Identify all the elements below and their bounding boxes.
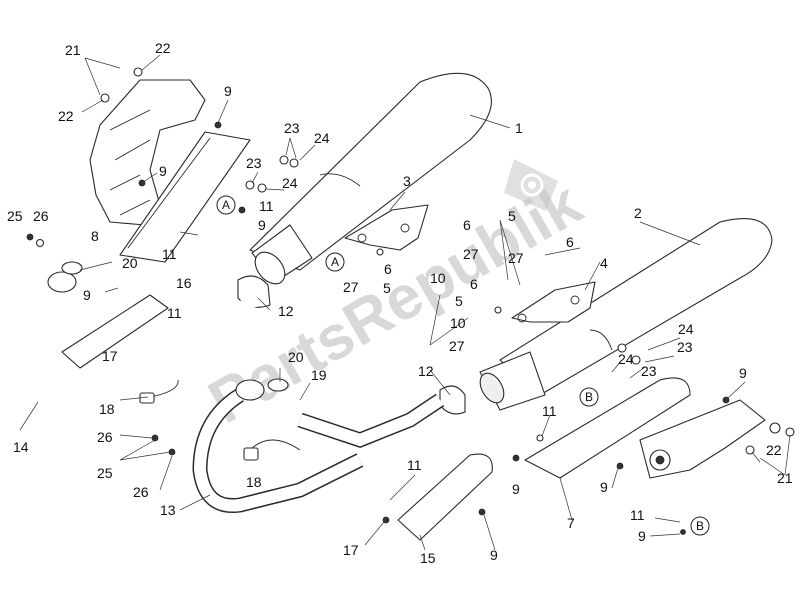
callout-11: 11 <box>167 305 182 321</box>
bracket-3 <box>344 204 429 251</box>
callout-6: 6 <box>566 234 574 250</box>
svg-text:B: B <box>696 519 704 533</box>
callout-25: 25 <box>97 465 113 481</box>
callout-26: 26 <box>133 484 149 500</box>
marker-a-top: A <box>216 195 236 215</box>
callout-4: 4 <box>600 255 608 271</box>
callout-23: 23 <box>284 120 300 136</box>
callout-20: 20 <box>288 349 304 365</box>
callouts: 1 2 3 4 5 5 5 6 6 6 6 7 8 9 9 9 9 9 9 9 … <box>7 40 793 566</box>
callout-23: 23 <box>641 363 657 379</box>
callout-24: 24 <box>314 130 330 146</box>
callout-26: 26 <box>33 208 49 224</box>
callout-11: 11 <box>259 198 274 214</box>
leader-lines <box>19 54 791 551</box>
callout-23: 23 <box>677 339 693 355</box>
left-bracket <box>89 79 206 226</box>
callout-19: 19 <box>311 367 327 383</box>
heat-shield-16 <box>61 294 169 369</box>
callout-9: 9 <box>600 479 608 495</box>
gear-icon <box>504 159 558 211</box>
callout-5: 5 <box>508 208 516 224</box>
svg-text:B: B <box>585 390 593 404</box>
callout-5: 5 <box>383 280 391 296</box>
callout-13: 13 <box>160 502 176 518</box>
callout-21: 21 <box>65 42 81 58</box>
callout-9: 9 <box>258 217 266 233</box>
header-pipe-13 <box>192 379 445 514</box>
callout-18: 18 <box>246 474 262 490</box>
callout-22: 22 <box>58 108 74 124</box>
callout-24: 24 <box>282 175 298 191</box>
callout-1: 1 <box>515 120 523 136</box>
callout-14: 14 <box>13 439 29 455</box>
svg-text:A: A <box>222 198 230 212</box>
callout-27: 27 <box>508 250 524 266</box>
callout-3: 3 <box>403 173 411 189</box>
callout-20: 20 <box>122 255 138 271</box>
callout-6: 6 <box>384 261 392 277</box>
heat-shield-15 <box>397 453 493 541</box>
header-pipe-14 <box>0 271 262 416</box>
callout-10: 10 <box>450 315 466 331</box>
lambda-sensor-18a <box>139 379 179 404</box>
callout-9: 9 <box>512 481 520 497</box>
callout-27: 27 <box>449 338 465 354</box>
heat-shield-7 <box>524 377 691 479</box>
callout-22: 22 <box>766 442 782 458</box>
callout-5: 5 <box>455 293 463 309</box>
callout-9: 9 <box>224 83 232 99</box>
callout-9: 9 <box>83 287 91 303</box>
marker-b-middle: B <box>579 387 599 407</box>
callout-2: 2 <box>634 205 642 221</box>
callout-11: 11 <box>407 457 422 473</box>
lambda-sensor-18b <box>243 439 301 461</box>
gasket-20-right <box>267 378 289 392</box>
marker-b-bottom: B <box>690 516 710 536</box>
svg-text:A: A <box>331 255 339 269</box>
callout-27: 27 <box>343 279 359 295</box>
callout-15: 15 <box>420 550 436 566</box>
callout-6: 6 <box>463 217 471 233</box>
callout-22: 22 <box>155 40 171 56</box>
callout-27: 27 <box>463 246 479 262</box>
callout-17: 17 <box>102 348 118 364</box>
callout-26: 26 <box>97 429 113 445</box>
callout-16: 16 <box>176 275 192 291</box>
callout-9: 9 <box>638 528 646 544</box>
clamp-12-right <box>439 385 466 415</box>
callout-18: 18 <box>99 401 115 417</box>
callout-17: 17 <box>343 542 359 558</box>
callout-9: 9 <box>159 163 167 179</box>
right-bracket <box>639 399 766 479</box>
callout-10: 10 <box>430 270 446 286</box>
bracket-4 <box>511 281 596 323</box>
connection-markers: A A B B <box>216 195 710 536</box>
callout-21: 21 <box>777 470 793 486</box>
marker-a-bottom: A <box>325 252 345 272</box>
callout-11: 11 <box>630 507 645 523</box>
callout-25: 25 <box>7 208 23 224</box>
callout-24: 24 <box>618 351 634 367</box>
callout-12: 12 <box>418 363 434 379</box>
callout-6: 6 <box>470 276 478 292</box>
heat-shield-left <box>119 131 251 263</box>
silencer-left <box>249 72 492 285</box>
gasket-20-left <box>61 261 83 275</box>
callout-9: 9 <box>739 365 747 381</box>
callout-8: 8 <box>91 228 99 244</box>
callout-12: 12 <box>278 303 294 319</box>
callout-23: 23 <box>246 155 262 171</box>
silencer-right <box>479 218 773 411</box>
callout-9: 9 <box>490 547 498 563</box>
callout-11: 11 <box>542 403 557 419</box>
callout-7: 7 <box>567 515 575 531</box>
callout-11: 11 <box>162 246 177 262</box>
callout-24: 24 <box>678 321 694 337</box>
